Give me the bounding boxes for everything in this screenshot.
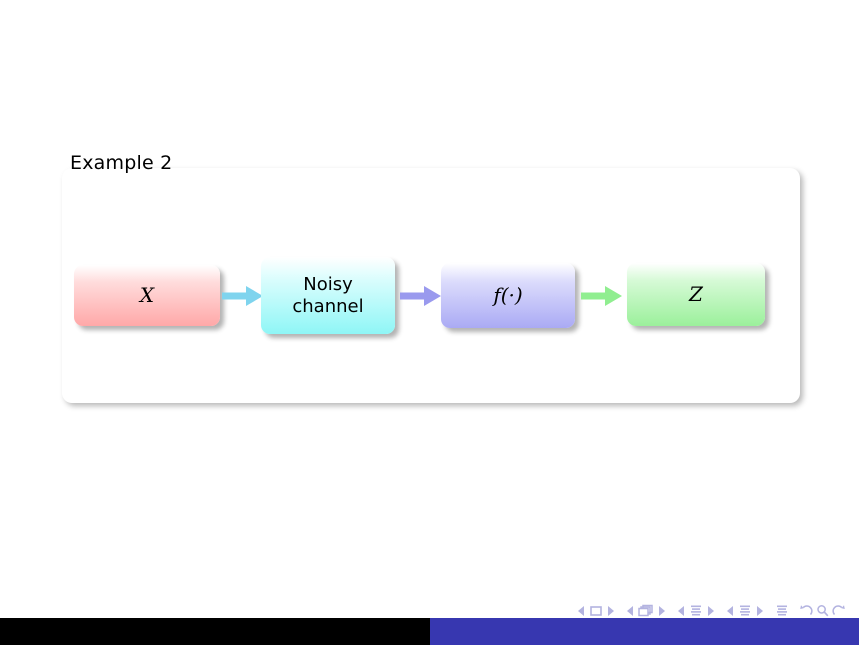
- presentation-icon[interactable]: [775, 604, 789, 617]
- frame-title: Example 2: [70, 152, 173, 174]
- diagram-node-noisy-channel[interactable]: Noisy channel: [261, 257, 395, 334]
- next-section-icon[interactable]: [755, 605, 764, 617]
- footer-bar: [0, 618, 859, 645]
- prev-slide-icon[interactable]: [577, 605, 586, 617]
- diagram-node-x[interactable]: X: [74, 265, 220, 326]
- nav-group-slide: [577, 605, 615, 617]
- footer-bar-right: [430, 618, 859, 645]
- next-subsection-icon[interactable]: [706, 605, 715, 617]
- arrow-noisy-channel-to-f: [400, 283, 442, 313]
- beamer-navigation-bar[interactable]: [577, 604, 845, 617]
- prev-frame-icon[interactable]: [626, 605, 635, 617]
- arrow-x-to-noisy-channel: [222, 283, 264, 313]
- nav-group-frame: [626, 604, 666, 617]
- prev-subsection-icon[interactable]: [677, 605, 686, 617]
- footer-bar-left: [0, 618, 430, 645]
- arrow-right-icon: [222, 286, 263, 306]
- diagram-node-noisy-channel-label: Noisy channel: [292, 273, 364, 317]
- section-icon[interactable]: [738, 604, 752, 617]
- diagram-node-f-label: f(·): [493, 283, 523, 308]
- search-icon[interactable]: [816, 604, 829, 617]
- nav-group-section: [726, 604, 764, 617]
- nav-group-history: [800, 604, 845, 617]
- arrow-f-to-z: [581, 283, 623, 313]
- next-frame-icon[interactable]: [657, 605, 666, 617]
- diagram-node-x-label: X: [139, 283, 155, 308]
- arrow-right-icon: [581, 286, 622, 306]
- slide-icon[interactable]: [589, 605, 603, 617]
- nav-group-subsection: [677, 604, 715, 617]
- nav-group-presentation: [775, 604, 789, 617]
- next-slide-icon[interactable]: [606, 605, 615, 617]
- diagram-node-z[interactable]: Z: [627, 263, 765, 326]
- prev-section-icon[interactable]: [726, 605, 735, 617]
- subsection-icon[interactable]: [689, 604, 703, 617]
- back-icon[interactable]: [800, 604, 813, 617]
- frame-icon[interactable]: [638, 604, 654, 617]
- forward-icon[interactable]: [832, 604, 845, 617]
- diagram-node-f[interactable]: f(·): [441, 263, 575, 328]
- diagram-node-z-label: Z: [689, 282, 703, 307]
- arrow-right-icon: [400, 286, 441, 306]
